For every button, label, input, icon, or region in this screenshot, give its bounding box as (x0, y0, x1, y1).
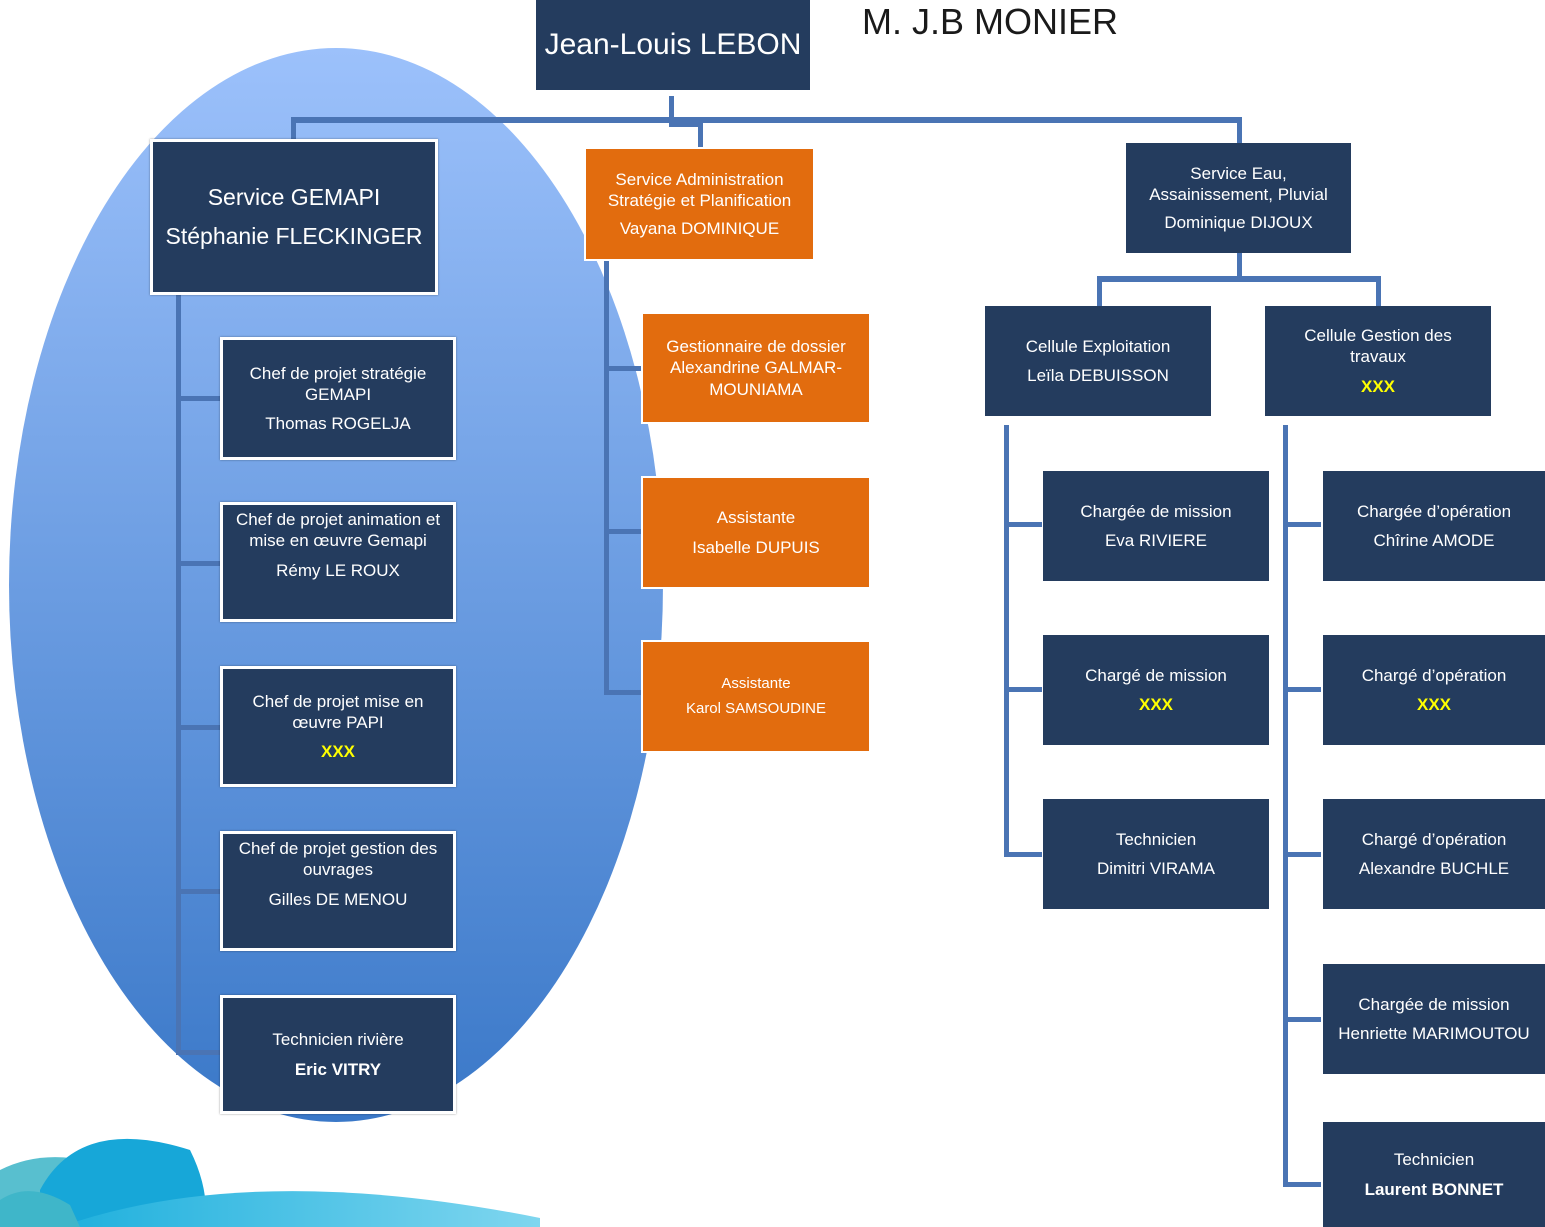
service-eau-head: Dominique DIJOUX (1164, 212, 1313, 232)
member-role: Technicien (1115, 829, 1197, 849)
member-name: Karol SAMSOUDINE (685, 699, 827, 717)
connector-line (1237, 252, 1242, 280)
member-role: Assistante (721, 674, 791, 692)
connector-line (176, 396, 223, 401)
connector-line (1004, 852, 1042, 857)
connector-line (1097, 276, 1102, 306)
gemapi-member-box: Chef de projet animation et mise en œuvr… (220, 502, 456, 622)
gemapi-member-box: Chef de projet stratégie GEMAPI Thomas R… (220, 337, 456, 460)
cellule-travaux-title: Cellule Gestion des travaux (1304, 326, 1452, 367)
exploitation-member-box: Technicien Dimitri VIRAMA (1043, 799, 1269, 909)
service-admin-box: Service Administration Stratégie et Plan… (584, 147, 815, 261)
travaux-member-box: Chargé d’opération Alexandre BUCHLE (1323, 799, 1545, 909)
member-name: Thomas ROGELJA (265, 414, 411, 434)
service-eau-box: Service Eau, Assainissement, Pluvial Dom… (1126, 143, 1351, 253)
connector-line (604, 690, 642, 695)
exploitation-member-box: Chargé de mission XXX (1043, 635, 1269, 745)
connector-line (1283, 1182, 1321, 1187)
connector-line (1283, 852, 1321, 857)
connector-line (1376, 276, 1381, 306)
travaux-member-box: Technicien Laurent BONNET (1323, 1122, 1545, 1227)
member-name: Alexandre BUCHLE (1358, 859, 1510, 878)
member-role: Technicien rivière (272, 1030, 404, 1050)
connector-line (698, 122, 703, 148)
gemapi-member-box: Technicien rivière Eric VITRY (220, 995, 456, 1114)
connector-line (669, 122, 703, 127)
service-gemapi-box: Service GEMAPI Stéphanie FLECKINGER (150, 139, 438, 295)
member-role: Chargée de mission (1358, 994, 1510, 1014)
connector-line (1283, 1017, 1321, 1022)
cellule-travaux-box: Cellule Gestion des travaux XXX (1265, 306, 1491, 416)
member-role: Chargé d’opération (1361, 665, 1507, 685)
member-name: Laurent BONNET (1364, 1179, 1504, 1199)
service-admin-title: Service Administration Stratégie et Plan… (607, 170, 792, 211)
member-role: Chef de projet gestion des ouvrages (238, 839, 438, 880)
service-gemapi-head: Stéphanie FLECKINGER (165, 223, 423, 249)
cellule-exploitation-title: Cellule Exploitation (1025, 336, 1171, 356)
connector-line (1283, 687, 1321, 692)
connector-line (1004, 687, 1042, 692)
member-role: Chargée d’opération (1356, 501, 1512, 521)
elected-name: M. J.B MONIER (862, 1, 1119, 42)
connector-line (604, 529, 642, 534)
connector-line (176, 725, 223, 730)
member-role: Technicien (1393, 1150, 1475, 1170)
member-role: Chef de projet mise en œuvre PAPI (252, 691, 424, 732)
director-name: Jean-Louis LEBON (544, 28, 802, 62)
member-name: Eva RIVIERE (1104, 531, 1208, 550)
service-admin-head: Vayana DOMINIQUE (619, 218, 780, 238)
cellule-exploitation-head: Leïla DEBUISSON (1027, 366, 1169, 385)
connector-line (1237, 117, 1242, 143)
admin-member-box: Gestionnaire de dossier Alexandrine GALM… (641, 312, 871, 424)
travaux-member-box: Chargé d’opération XXX (1323, 635, 1545, 745)
travaux-member-box: Chargée d’opération Chîrine AMODE (1323, 471, 1545, 581)
member-role: Chargé d’opération (1361, 829, 1507, 849)
member-role: Chef de projet animation et mise en œuvr… (235, 510, 441, 551)
travaux-member-box: Chargée de mission Henriette MARIMOUTOU (1323, 964, 1545, 1074)
member-name: Gilles DE MENOU (268, 889, 408, 909)
cellule-exploitation-box: Cellule Exploitation Leïla DEBUISSON (985, 306, 1211, 416)
admin-member-box: Assistante Karol SAMSOUDINE (641, 640, 871, 753)
connector-line (1283, 522, 1321, 527)
connector-line (176, 293, 181, 1055)
gemapi-member-box: Chef de projet gestion des ouvrages Gill… (220, 831, 456, 951)
director-box: Jean-Louis LEBON (536, 0, 810, 90)
connector-line (176, 1050, 223, 1055)
member-name: Henriette MARIMOUTOU (1338, 1024, 1530, 1043)
connector-line (176, 561, 223, 566)
member-role: Gestionnaire de dossier (666, 337, 846, 356)
member-name: Chîrine AMODE (1373, 531, 1495, 550)
member-role: Chargé de mission (1085, 665, 1227, 685)
connector-line (604, 366, 642, 371)
connector-line (669, 96, 674, 122)
member-name: Rémy LE ROUX (276, 560, 400, 580)
connector-line (1097, 276, 1381, 282)
member-name: Isabelle DUPUIS (692, 537, 820, 557)
service-eau-title: Service Eau, Assainissement, Pluvial (1149, 164, 1328, 205)
member-name: Eric VITRY (294, 1059, 382, 1079)
cellule-travaux-head: XXX (1360, 376, 1396, 396)
wave-logo (0, 1138, 540, 1227)
member-role: Chargée de mission (1080, 501, 1232, 521)
gemapi-member-box: Chef de projet mise en œuvre PAPI XXX (220, 666, 456, 787)
member-name: Alexandrine GALMAR-MOUNIAMA (670, 358, 842, 399)
connector-line (604, 258, 609, 695)
member-name: XXX (320, 742, 356, 762)
member-name: XXX (1138, 695, 1174, 714)
service-gemapi-title: Service GEMAPI (207, 183, 381, 210)
connector-line (1004, 522, 1042, 527)
member-name: XXX (1416, 695, 1452, 714)
connector-line (291, 117, 1242, 123)
admin-member-box: Assistante Isabelle DUPUIS (641, 476, 871, 589)
member-role: Assistante (716, 508, 796, 528)
connector-line (291, 117, 296, 141)
connector-line (1004, 425, 1009, 857)
exploitation-member-box: Chargée de mission Eva RIVIERE (1043, 471, 1269, 581)
member-role: Chef de projet stratégie GEMAPI (249, 363, 427, 404)
connector-line (176, 889, 223, 894)
connector-line (1283, 425, 1288, 1187)
member-name: Dimitri VIRAMA (1096, 859, 1216, 878)
